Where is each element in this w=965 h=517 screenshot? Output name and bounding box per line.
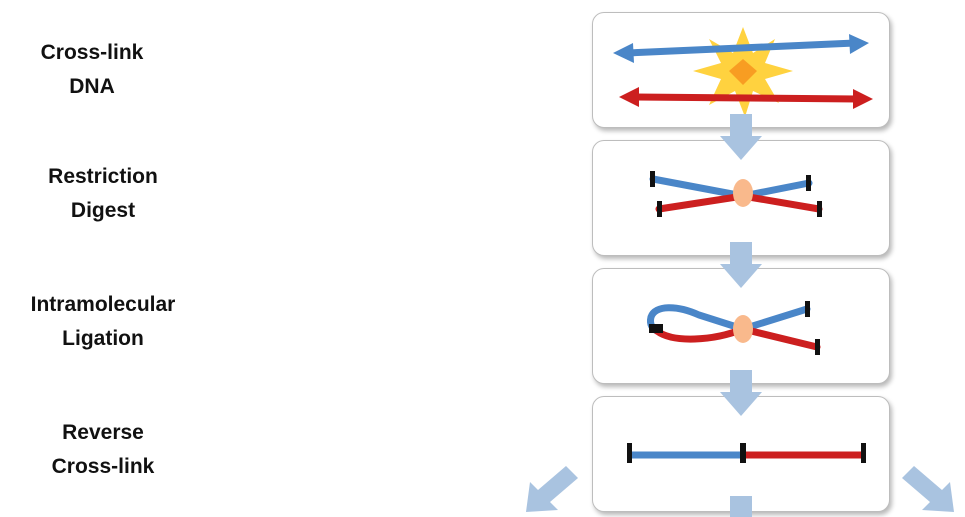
ligation-figure [647,301,821,355]
step-label-intramolecular-ligation: Intramolecular Ligation [3,288,203,356]
cut-end-tick [627,443,632,463]
cut-end-tick [861,443,866,463]
step-label-cross-link-dna: Cross-link DNA [0,36,192,104]
strand-a-left-arrowhead [613,43,634,63]
step-label-line1: Intramolecular [30,293,176,316]
crosslink-core [729,59,757,85]
strand-b [632,93,858,103]
cut-end-tick [815,339,820,355]
flow-down-arrow [720,370,762,416]
ligated-loop-strand-a [647,304,747,335]
strand-b-right-arrowhead [853,89,873,109]
step-label-line1: Restriction [48,165,158,188]
ligation-junction [649,324,663,333]
strand-a-right-arrowhead [849,34,869,54]
flow-down-arrow [720,114,762,160]
panel-cross-link-dna [592,12,890,128]
flow-down-arrow [720,242,762,288]
cut-end-tick [657,201,662,217]
step-label-line1: Reverse [62,421,144,444]
crosslink-site [733,179,753,207]
ligation-junction-tick [740,443,746,463]
reverse-crosslink-figure [627,443,866,463]
flow-down-right-arrow [902,466,954,512]
step-label-line1: Cross-link [40,41,144,64]
cut-end-tick [806,175,811,191]
flow-down-left-arrow [526,466,578,512]
step-label-restriction-digest: Restriction Digest [3,160,203,228]
strand-a-free-end [739,305,811,333]
strand-a [626,39,856,57]
strand-a-fragment [649,175,813,200]
cut-end-tick [650,171,655,187]
strand-b-left-arrowhead [619,87,639,107]
cut-end-tick [817,201,822,217]
step-label-line2: DNA [69,75,115,98]
crosslink-site [733,315,753,343]
step-label-line2: Cross-link [51,455,155,478]
cut-end-tick [805,301,810,317]
step-label-line2: Digest [70,199,136,222]
digest-figure [649,171,823,217]
flow-down-arrow [730,496,752,517]
step-label-line2: Ligation [62,327,144,350]
step-label-reverse-cross-link: Reverse Cross-link [3,416,203,484]
crosslink-strands-figure [613,27,873,117]
